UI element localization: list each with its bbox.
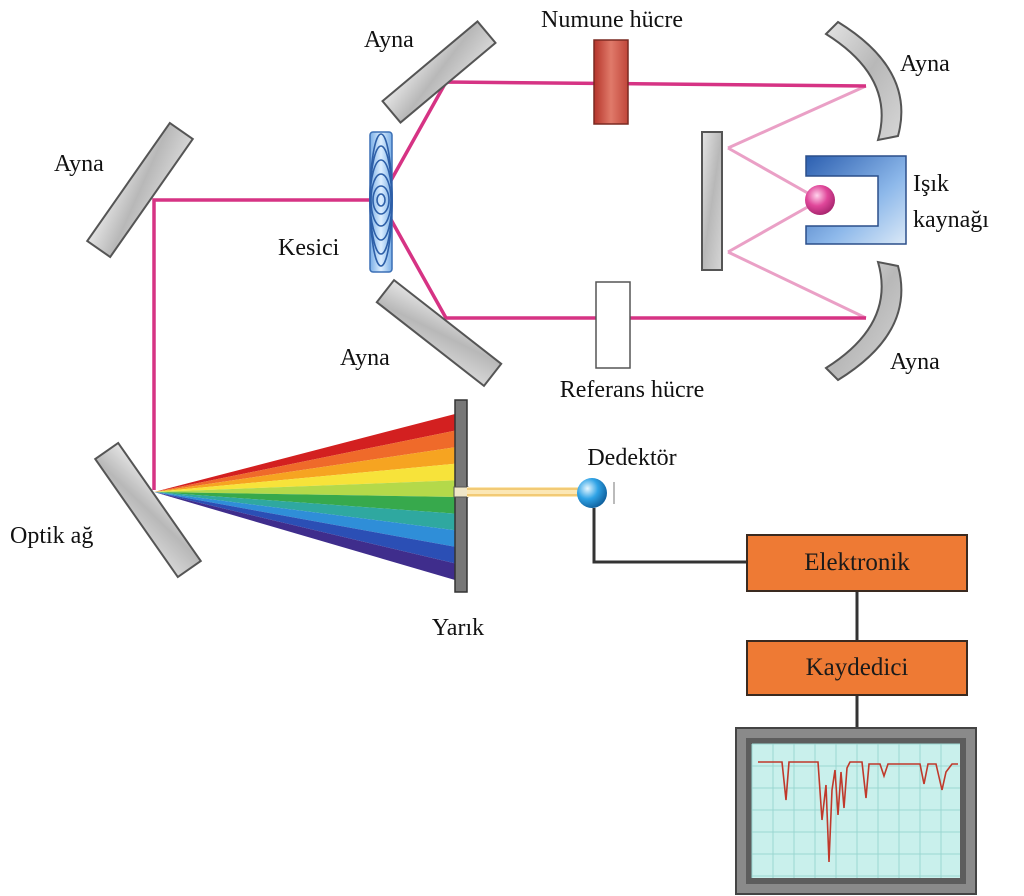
monitor — [735, 727, 977, 895]
spectrum-band — [154, 414, 455, 492]
main-beams — [152, 80, 867, 490]
curved-mirror-top — [824, 20, 903, 142]
source-flat-mirror — [701, 131, 723, 271]
label-mirror-top-left: Ayna — [364, 27, 414, 53]
chopper — [369, 131, 393, 273]
curved-mirror-bottom — [824, 260, 903, 382]
label-chopper: Kesici — [278, 235, 340, 261]
label-slit: Yarık — [431, 615, 485, 641]
spectrum-band — [154, 463, 455, 492]
signal-wires — [592, 508, 859, 730]
label-sample-cell: Numune hücre — [541, 7, 683, 33]
spectrum-band — [154, 430, 455, 492]
source-beams — [727, 84, 867, 320]
spectrum-trace — [758, 761, 958, 863]
detector — [577, 478, 615, 508]
light-source — [805, 155, 907, 245]
mirror-top-left — [381, 20, 497, 124]
detector-beam — [467, 487, 579, 497]
label-reference-cell: Referans hücre — [559, 377, 705, 403]
label-light-source-1: Işık — [913, 171, 949, 197]
mirror-bottom-left — [375, 278, 503, 388]
label-detector: Dedektör — [587, 445, 677, 471]
spectrum-band — [154, 447, 455, 492]
recorder-box: Kaydedici — [746, 640, 968, 696]
label-mirror-top-right: Ayna — [900, 51, 950, 77]
grating-mirror — [93, 441, 203, 579]
sample-cell — [593, 39, 629, 125]
slit — [453, 399, 469, 593]
spectrum-band — [154, 480, 455, 497]
reference-cell — [595, 281, 631, 369]
label-light-source-2: kaynağı — [913, 207, 989, 233]
label-grating: Optik ağ — [10, 523, 94, 549]
spectrum-band — [154, 492, 455, 547]
dispersed-spectrum — [154, 414, 455, 580]
label-mirror-bottom-right: Ayna — [890, 349, 940, 375]
mirror-far-left — [85, 121, 195, 259]
spectrum-band — [154, 492, 455, 580]
electronics-box: Elektronik — [746, 534, 968, 592]
label-mirror-bottom-left: Ayna — [340, 345, 390, 371]
label-mirror-far-left: Ayna — [54, 151, 104, 177]
